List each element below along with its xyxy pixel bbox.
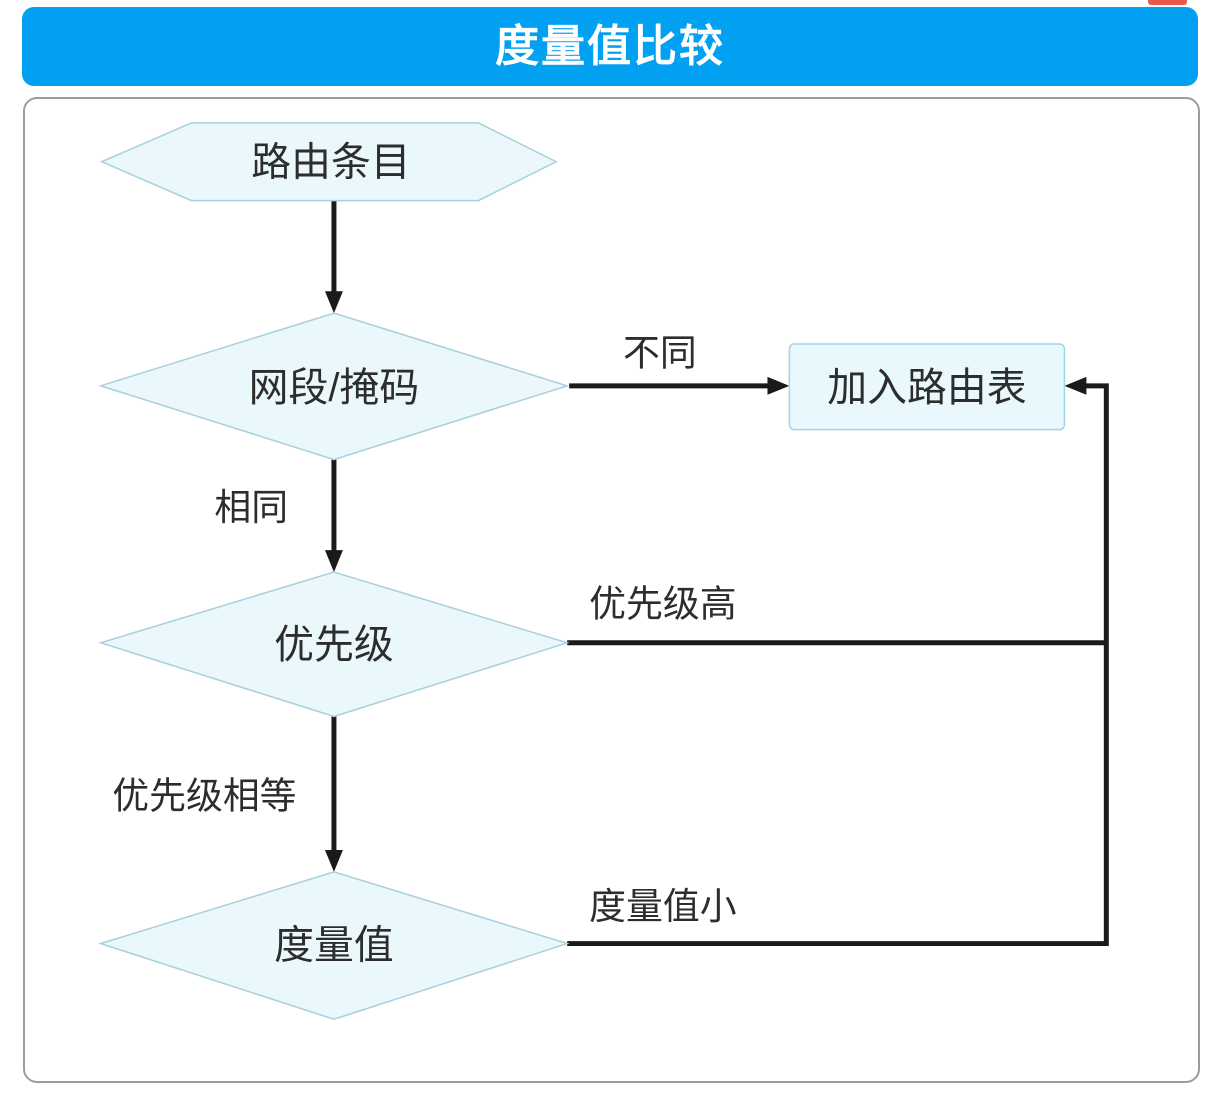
flowchart-panel: 路由条目 网段/掩码 加入路由表 优先级 度量值 不同 相同 优先级高 优先级相…: [23, 97, 1200, 1083]
label-priority: 优先级: [274, 623, 394, 667]
edge-label-priority-high: 优先级高: [589, 583, 736, 624]
edge-label-different: 不同: [623, 332, 697, 373]
label-segment-mask: 网段/掩码: [249, 366, 420, 410]
diamond-metric: [98, 871, 570, 1021]
edge-label-priority-equal: 优先级相等: [112, 776, 296, 817]
edge-label-metric-small: 度量值小: [589, 886, 736, 927]
diamond-segment-mask: [98, 312, 570, 461]
line-metric-loop: [567, 383, 1109, 947]
flowchart-canvas: 路由条目 网段/掩码 加入路由表 优先级 度量值 不同 相同 优先级高 优先级相…: [98, 122, 1109, 1021]
arrowhead-segment-to-priority: [324, 550, 343, 573]
arrowhead-priority-to-metric: [324, 849, 343, 872]
red-indicator: [1148, 0, 1187, 5]
diamond-priority: [98, 571, 570, 718]
edge-label-same: 相同: [214, 487, 288, 528]
label-add-routing-table: 加入路由表: [827, 366, 1026, 410]
label-metric: 度量值: [274, 924, 394, 968]
hexagon-route-entry: [99, 122, 558, 202]
title-bar: 度量值比较: [22, 7, 1198, 86]
label-route-entry: 路由条目: [251, 141, 410, 185]
rect-add-routing-table: [788, 343, 1066, 431]
arrowhead-segment-to-table: [767, 376, 790, 395]
arrowhead-loop-to-table: [1064, 376, 1087, 395]
page-title: 度量值比较: [495, 21, 725, 71]
arrowhead-route-to-segment: [324, 291, 343, 314]
